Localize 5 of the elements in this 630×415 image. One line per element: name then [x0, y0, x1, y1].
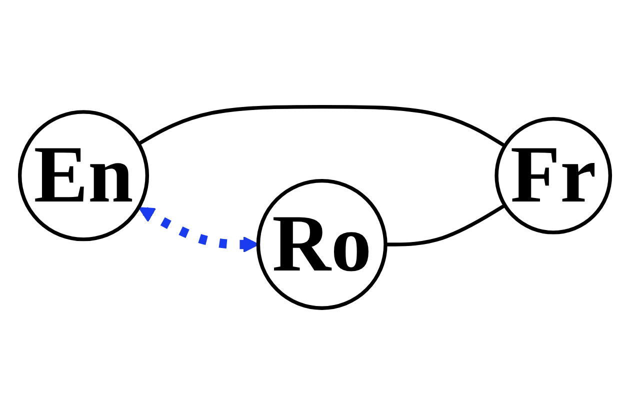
connector — [138, 104, 506, 148]
node-circle: Ro — [256, 179, 388, 310]
node-circle: Fr — [494, 117, 612, 234]
node-circle: En — [18, 110, 150, 242]
connector — [386, 204, 506, 246]
